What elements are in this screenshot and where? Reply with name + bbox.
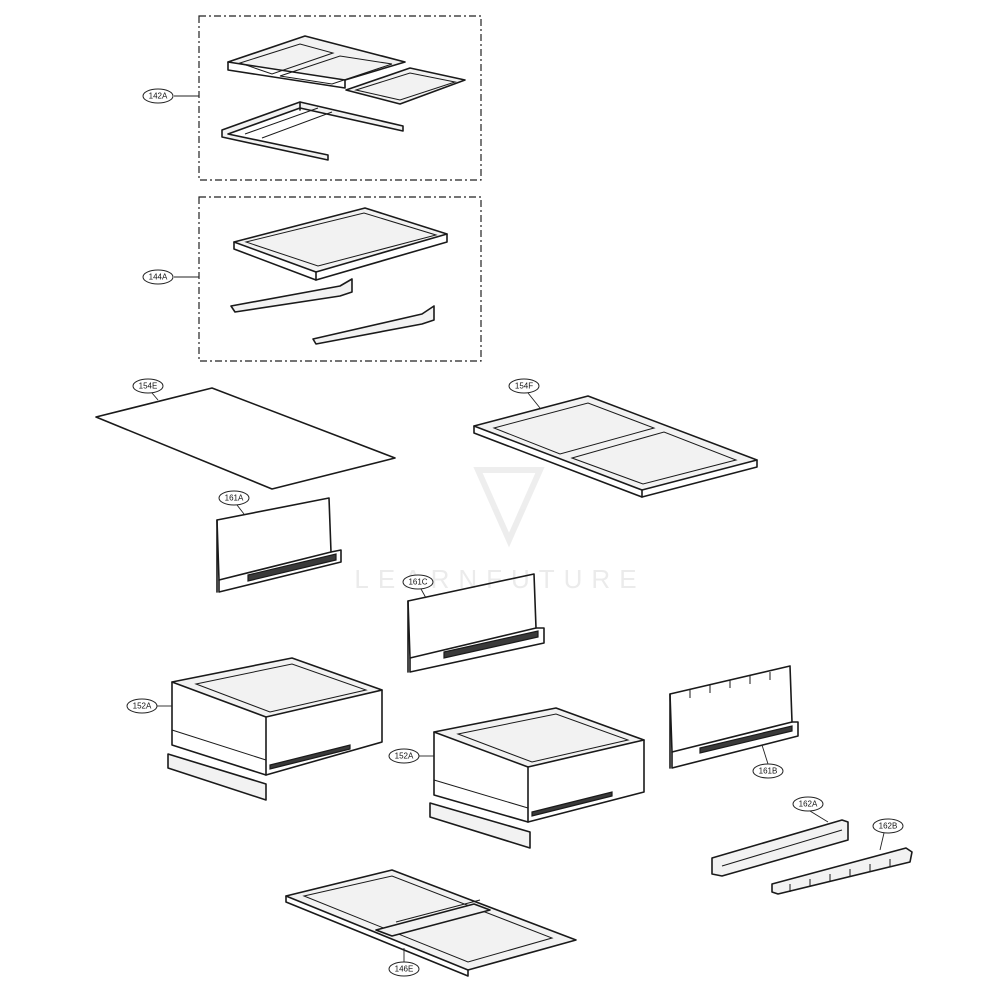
- callout-142A[interactable]: 142A: [142, 88, 199, 104]
- callout-162A[interactable]: 162A: [792, 796, 829, 823]
- callout-144A[interactable]: 144A: [142, 269, 199, 285]
- group-144A: 144A: [142, 196, 482, 362]
- svg-text:162A: 162A: [799, 800, 818, 809]
- svg-text:144A: 144A: [149, 273, 168, 282]
- callout-152A-left[interactable]: 152A: [126, 698, 172, 714]
- svg-text:146E: 146E: [395, 965, 414, 974]
- callout-161B[interactable]: 161B: [752, 744, 784, 779]
- svg-text:152A: 152A: [395, 752, 414, 761]
- part-144A-rail-right[interactable]: [312, 305, 435, 345]
- part-144A-shelf-frame[interactable]: [233, 207, 448, 281]
- part-146E-drawer-frame[interactable]: [285, 869, 577, 977]
- callout-154E[interactable]: 154E: [132, 378, 164, 401]
- watermark-text: LEARNFUTURE: [354, 564, 645, 594]
- part-144A-rail-left[interactable]: [230, 278, 353, 313]
- group-142A-box: [198, 15, 482, 181]
- svg-text:161C: 161C: [408, 578, 427, 587]
- part-154E-glass-shelf[interactable]: [95, 387, 396, 490]
- part-152A-drawer-left[interactable]: [171, 657, 383, 776]
- svg-text:154F: 154F: [515, 382, 533, 391]
- svg-text:161B: 161B: [759, 767, 778, 776]
- part-142A-rails[interactable]: [221, 101, 404, 161]
- group-142A: 142A: [142, 15, 482, 181]
- part-162B-rail[interactable]: [771, 847, 913, 895]
- svg-text:161A: 161A: [225, 494, 244, 503]
- part-154F-shelf[interactable]: [473, 395, 758, 498]
- part-161C-cover-panel[interactable]: [407, 573, 545, 673]
- part-152A-drawer-left-rail[interactable]: [167, 753, 267, 801]
- part-161B-cover-panel[interactable]: [669, 665, 799, 769]
- part-162A-rail[interactable]: [711, 819, 849, 877]
- callout-154F[interactable]: 154F: [508, 378, 541, 409]
- svg-text:142A: 142A: [149, 92, 168, 101]
- part-161A-cover-panel[interactable]: [216, 497, 342, 593]
- part-152A-drawer-right-rail[interactable]: [429, 802, 531, 849]
- callout-152A-right[interactable]: 152A: [388, 748, 434, 764]
- group-144A-box: [198, 196, 482, 362]
- callout-146E[interactable]: 146E: [388, 948, 420, 977]
- svg-text:154E: 154E: [139, 382, 158, 391]
- callout-161A[interactable]: 161A: [218, 490, 250, 515]
- callout-162B[interactable]: 162B: [872, 818, 904, 851]
- svg-text:162B: 162B: [879, 822, 898, 831]
- part-142A-shelf[interactable]: [227, 35, 466, 105]
- part-152A-drawer-right[interactable]: [433, 707, 645, 823]
- svg-text:152A: 152A: [133, 702, 152, 711]
- callout-161C[interactable]: 161C: [402, 574, 434, 599]
- watermark-logo: LEARNFUTURE: [354, 467, 645, 594]
